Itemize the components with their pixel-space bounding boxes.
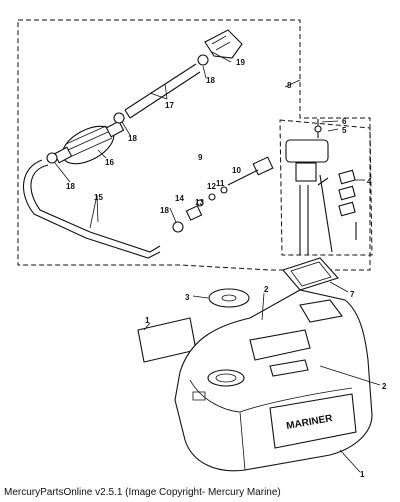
tank-cap <box>208 288 250 308</box>
primer-bulb <box>53 120 125 165</box>
fuel-line-assembly-boundary <box>17 19 371 271</box>
gasket <box>282 257 339 291</box>
callout-18: 18 <box>160 206 169 215</box>
fuel-pickup-tube <box>299 174 333 255</box>
callout-1: 1 <box>145 316 150 325</box>
callout-18: 18 <box>206 76 215 85</box>
callout-18: 18 <box>66 182 75 191</box>
callout-6: 6 <box>342 117 347 126</box>
callout-12: 12 <box>207 182 216 191</box>
callout-labels: 19 18 17 18 16 18 15 18 14 13 12 11 10 9… <box>66 58 387 479</box>
callout-8: 8 <box>287 81 292 90</box>
copyright-footer: MercuryPartsOnline v2.5.1 (Image Copyrig… <box>4 487 281 498</box>
callout-4: 4 <box>367 177 372 186</box>
callout-9: 9 <box>198 153 203 162</box>
callout-1: 1 <box>360 470 365 479</box>
tank-connector <box>204 29 243 59</box>
callout-2: 2 <box>382 382 387 391</box>
callout-11: 11 <box>216 179 225 188</box>
leader-lines <box>54 51 381 473</box>
callout-2: 2 <box>264 285 269 294</box>
hose-clamps <box>46 54 209 233</box>
callout-15: 15 <box>94 193 103 202</box>
fuel-tank-body <box>174 289 373 472</box>
fuel-gauge-group-boundary <box>279 119 373 256</box>
fuel-gauge-parts <box>285 119 357 240</box>
engine-fitting-assembly <box>185 156 274 221</box>
callout-18: 18 <box>128 134 137 143</box>
callout-17: 17 <box>165 101 174 110</box>
callout-13: 13 <box>195 198 204 207</box>
callout-16: 16 <box>105 158 114 167</box>
fuel-hose <box>22 159 161 259</box>
callout-3: 3 <box>185 293 190 302</box>
callout-5: 5 <box>342 126 347 135</box>
callout-10: 10 <box>232 166 241 175</box>
callout-19: 19 <box>236 58 245 67</box>
callout-14: 14 <box>175 194 184 203</box>
hose-17 <box>124 63 201 119</box>
callout-7: 7 <box>350 290 355 299</box>
